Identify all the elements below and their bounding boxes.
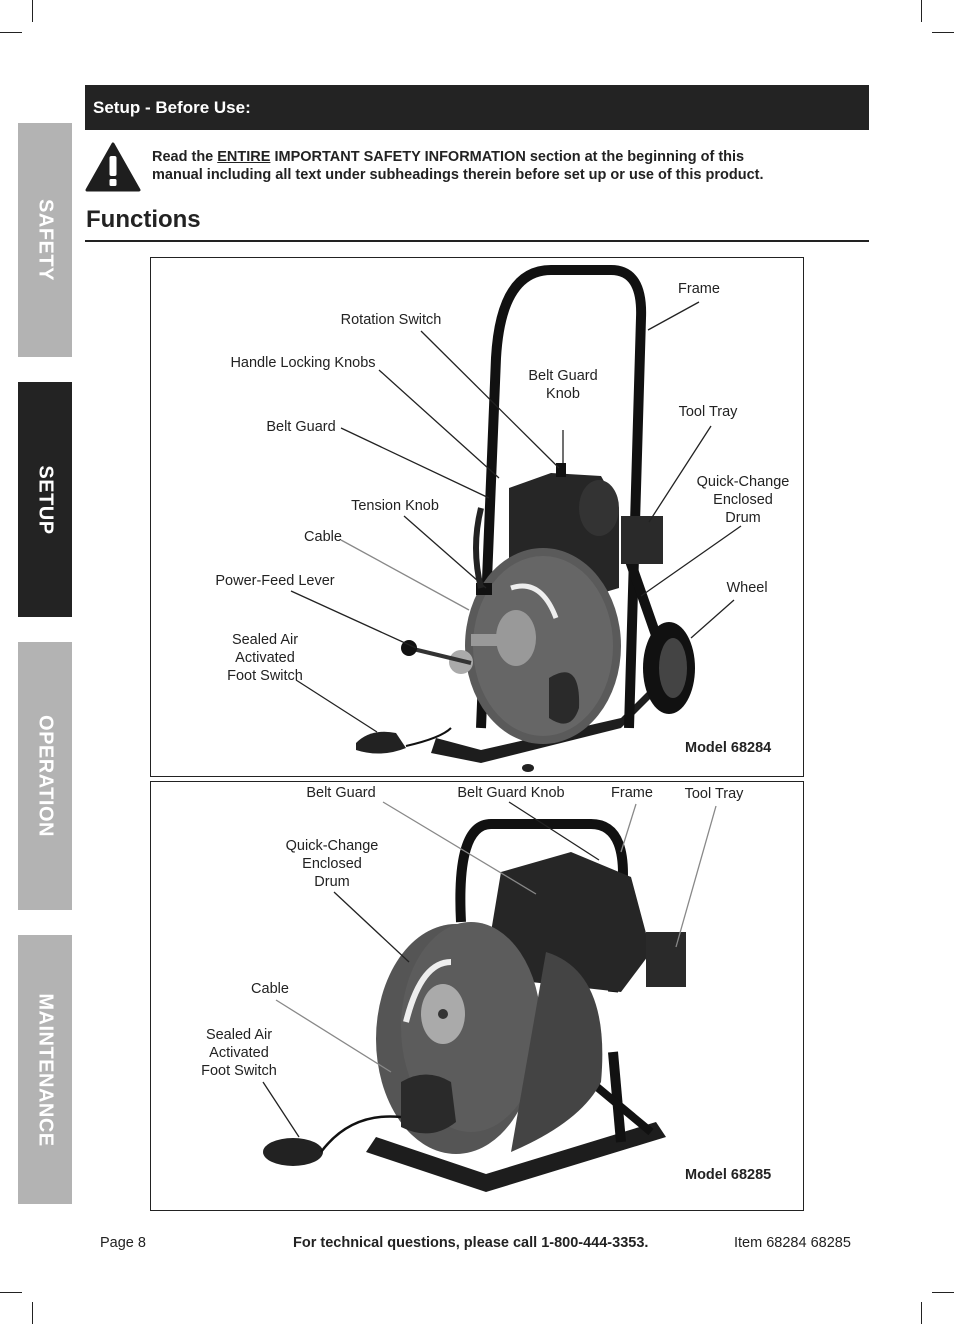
support-phone: For technical questions, please call 1-8… (293, 1235, 649, 1251)
label-tool-tray: Tool Tray (678, 404, 738, 420)
label-cable: Cable (251, 981, 289, 997)
model-number: Model 68285 (685, 1167, 772, 1183)
safety-warning-text: Read the ENTIRE IMPORTANT SAFETY INFORMA… (152, 149, 764, 183)
crop-mark (0, 1292, 22, 1293)
section-header-bar: Setup - Before Use: (85, 85, 869, 130)
crop-mark (32, 0, 33, 22)
crop-mark (932, 1292, 954, 1293)
section-title: Functions (86, 206, 201, 233)
item-numbers: Item 68284 68285 (734, 1235, 851, 1251)
label-power-feed-lever: Power-Feed Lever (215, 573, 335, 589)
side-tab-operation[interactable]: OPERATION (18, 642, 72, 910)
label-foot-switch: Sealed Air Activated Foot Switch (201, 1027, 277, 1079)
label-foot-switch: Sealed Air Activated Foot Switch (227, 632, 303, 684)
label-quick-change-drum: Quick-Change Enclosed Drum (285, 838, 379, 890)
label-quick-change-drum: Quick-Change Enclosed Drum (696, 474, 790, 526)
label-handle-locking-knobs: Handle Locking Knobs (230, 355, 376, 371)
side-tab-maintenance[interactable]: MAINTENANCE (18, 935, 72, 1204)
crop-mark (932, 32, 954, 33)
drain-cleaner-illustration-68284 (290, 265, 742, 772)
label-cable: Cable (304, 529, 342, 545)
crop-mark (32, 1302, 33, 1324)
warning-triangle-icon (85, 142, 141, 192)
label-rotation-switch: Rotation Switch (340, 312, 442, 328)
label-frame: Frame (611, 785, 653, 801)
label-frame: Frame (678, 281, 720, 297)
side-tab-safety[interactable]: SAFETY (18, 123, 72, 357)
figure-model-68285: Belt Guard Belt Guard Knob Frame Tool Tr… (150, 781, 804, 1211)
crop-mark (0, 32, 22, 33)
label-belt-guard: Belt Guard (306, 785, 376, 801)
page-number: Page 8 (100, 1235, 146, 1251)
crop-mark (921, 1302, 922, 1324)
label-belt-guard-knob: Belt Guard Knob (528, 368, 598, 402)
label-belt-guard-knob: Belt Guard Knob (457, 785, 565, 801)
section-header-title: Setup - Before Use: (93, 98, 251, 117)
side-tab-setup[interactable]: SETUP (18, 382, 72, 617)
label-wheel: Wheel (726, 580, 768, 596)
model-number: Model 68284 (685, 740, 772, 756)
warning-emphasis: ENTIRE (217, 149, 271, 165)
drain-cleaner-illustration-68285 (262, 801, 717, 1192)
label-tension-knob: Tension Knob (351, 498, 439, 514)
crop-mark (921, 0, 922, 22)
label-belt-guard: Belt Guard (266, 419, 336, 435)
section-divider (85, 240, 869, 242)
figure-model-68284: Frame Rotation Switch Handle Locking Kno… (150, 257, 804, 777)
label-tool-tray: Tool Tray (684, 786, 744, 802)
